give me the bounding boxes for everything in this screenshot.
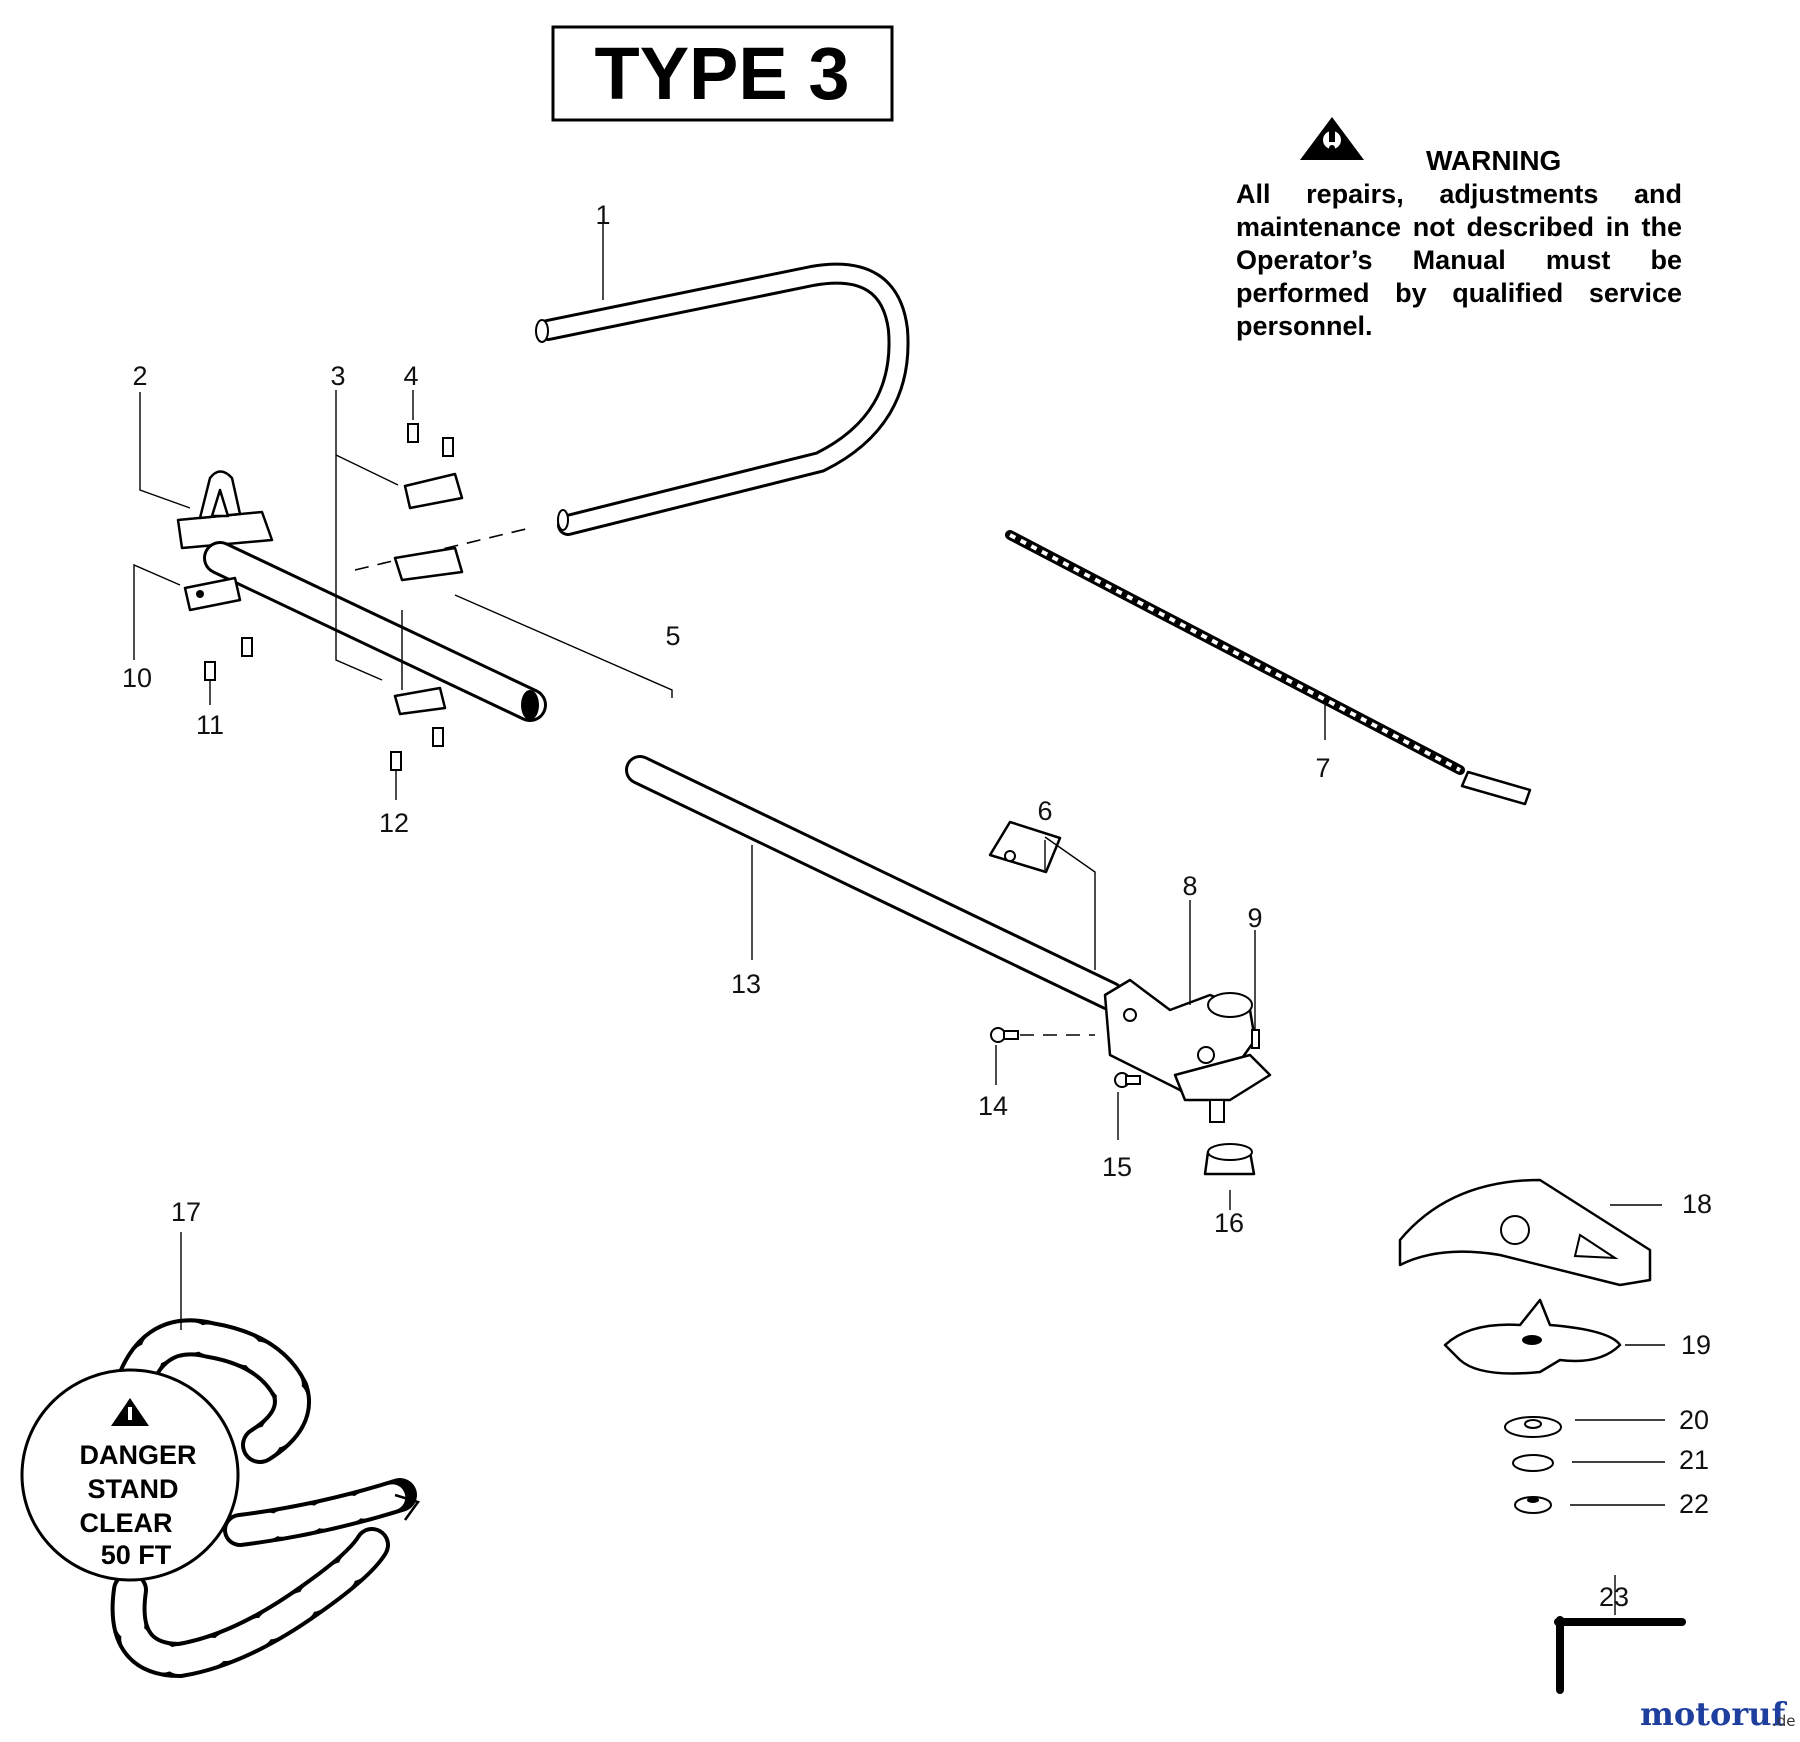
callout-16: 16 [1214,1208,1244,1238]
part-13-shaft-tube [625,755,1125,1011]
callout-1: 1 [595,200,610,230]
warning-heading: WARNING [1426,145,1561,176]
danger-triangle-icon [111,1398,149,1426]
title-text: TYPE 3 [595,32,850,115]
callout-2: 2 [132,361,147,391]
warning-triangle-icon [1300,117,1364,160]
callout-15: 15 [1102,1152,1132,1182]
part-15-screw [1114,1072,1141,1088]
callout-7: 7 [1315,753,1330,783]
part-8-gear-head [1103,978,1272,1123]
part-7-drive-shaft [1005,530,1532,806]
callout-19: 19 [1681,1330,1711,1360]
part-1-handle-bar [535,262,910,536]
part-12-screws [390,727,444,771]
callout-5: 5 [665,621,680,651]
callout-labels: 1 2 3 4 5 6 7 8 9 10 11 12 13 14 15 16 1… [122,200,1712,1612]
part-2-handle-holder [176,470,274,550]
danger-line-4: 50 FT [101,1540,172,1570]
callout-3: 3 [330,361,345,391]
callout-4: 4 [403,361,418,391]
callout-11: 11 [196,710,224,740]
callout-17: 17 [171,1197,201,1227]
part-11-screws [204,637,253,681]
danger-line-2: STAND [88,1474,179,1504]
watermark-suffix: .de [1772,1712,1796,1730]
callout-18: 18 [1682,1189,1712,1219]
callout-14: 14 [978,1091,1008,1121]
part-4-screws [407,423,454,457]
callout-23: 23 [1599,1582,1629,1612]
callout-10: 10 [122,663,152,693]
part-3-clamp [393,472,464,716]
part-20-washer [1504,1416,1562,1438]
part-17-harness [110,1318,421,1679]
part-16-nut [1203,1143,1256,1176]
danger-line-3: CLEAR [80,1508,173,1538]
callout-13: 13 [731,969,761,999]
callout-22: 22 [1679,1489,1709,1519]
callout-6: 6 [1037,796,1052,826]
danger-label: DANGER STAND CLEAR 50 FT [20,1368,240,1582]
callout-8: 8 [1182,871,1197,901]
part-18-blade-guard [1398,1178,1652,1287]
part-22-nut [1514,1496,1552,1514]
callout-20: 20 [1679,1405,1709,1435]
watermark: motoruf .de [1640,1695,1796,1733]
part-23-hex-wrench [1554,1616,1686,1694]
part-5-shaft-tube [203,541,547,722]
warning-text: All repairs, adjustments and maintenance… [1236,179,1682,341]
danger-line-1: DANGER [79,1440,196,1470]
part-10-handle-clamp [183,576,242,612]
part-14-screw [990,1027,1019,1043]
part-6-bracket [988,820,1062,874]
part-9-screw [1251,1029,1260,1049]
warning-header: WARNING [1300,117,1561,176]
callout-21: 21 [1679,1445,1709,1475]
watermark-brand: motoruf [1640,1695,1787,1733]
title-box: TYPE 3 [551,25,894,122]
callout-9: 9 [1247,903,1262,933]
part-21-washer [1512,1454,1554,1472]
callout-12: 12 [379,808,409,838]
part-19-support-flange [1443,1298,1622,1375]
